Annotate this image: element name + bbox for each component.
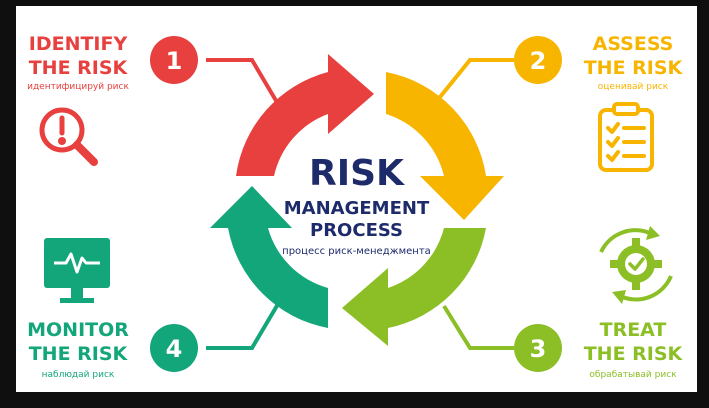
cycle-arc-2 — [386, 72, 504, 220]
step-1-subtitle: идентифицируй риск — [27, 82, 129, 92]
step-4-subtitle: наблюдай риск — [41, 370, 115, 380]
cycle-arc-4 — [210, 186, 328, 328]
center-line-3: PROCESS — [310, 220, 403, 241]
svg-text:3: 3 — [530, 335, 547, 363]
connector-2 — [434, 58, 514, 104]
connector-1 — [206, 58, 280, 106]
svg-text:4: 4 — [166, 335, 183, 363]
monitor-pulse-icon — [44, 238, 110, 303]
step-1-badge: 1 — [150, 36, 198, 84]
step-2-title: ASSESS THE RISK — [583, 33, 683, 79]
step-3-subtitle: обрабатывай риск — [589, 370, 677, 380]
step-4-badge: 4 — [150, 324, 198, 372]
cycle-arc-3 — [342, 228, 486, 346]
step-1-title: IDENTIFY THE RISK — [28, 33, 128, 79]
cycle-graphic: 1 2 3 4 — [39, 36, 673, 372]
checklist-icon — [598, 102, 654, 172]
diagram-canvas: 1 2 3 4 — [16, 6, 697, 392]
cycle-arc-1 — [236, 54, 374, 176]
step-2-badge: 2 — [514, 36, 562, 84]
step-4-title: MONITOR THE RISK — [27, 319, 129, 365]
svg-text:1: 1 — [166, 47, 183, 75]
center-line-2: MANAGEMENT — [283, 198, 430, 219]
svg-text:2: 2 — [530, 47, 547, 75]
gear-check-icon — [599, 226, 673, 304]
connector-3 — [442, 304, 514, 350]
center-title: RISK — [309, 153, 404, 194]
connector-4 — [206, 302, 280, 350]
step-2-subtitle: оценивай риск — [597, 82, 669, 92]
magnifier-alert-icon — [39, 107, 98, 166]
step-3-badge: 3 — [514, 324, 562, 372]
center-subtitle: процесс риск-менеджмента — [282, 246, 431, 257]
step-3-title: TREAT THE RISK — [583, 319, 683, 365]
